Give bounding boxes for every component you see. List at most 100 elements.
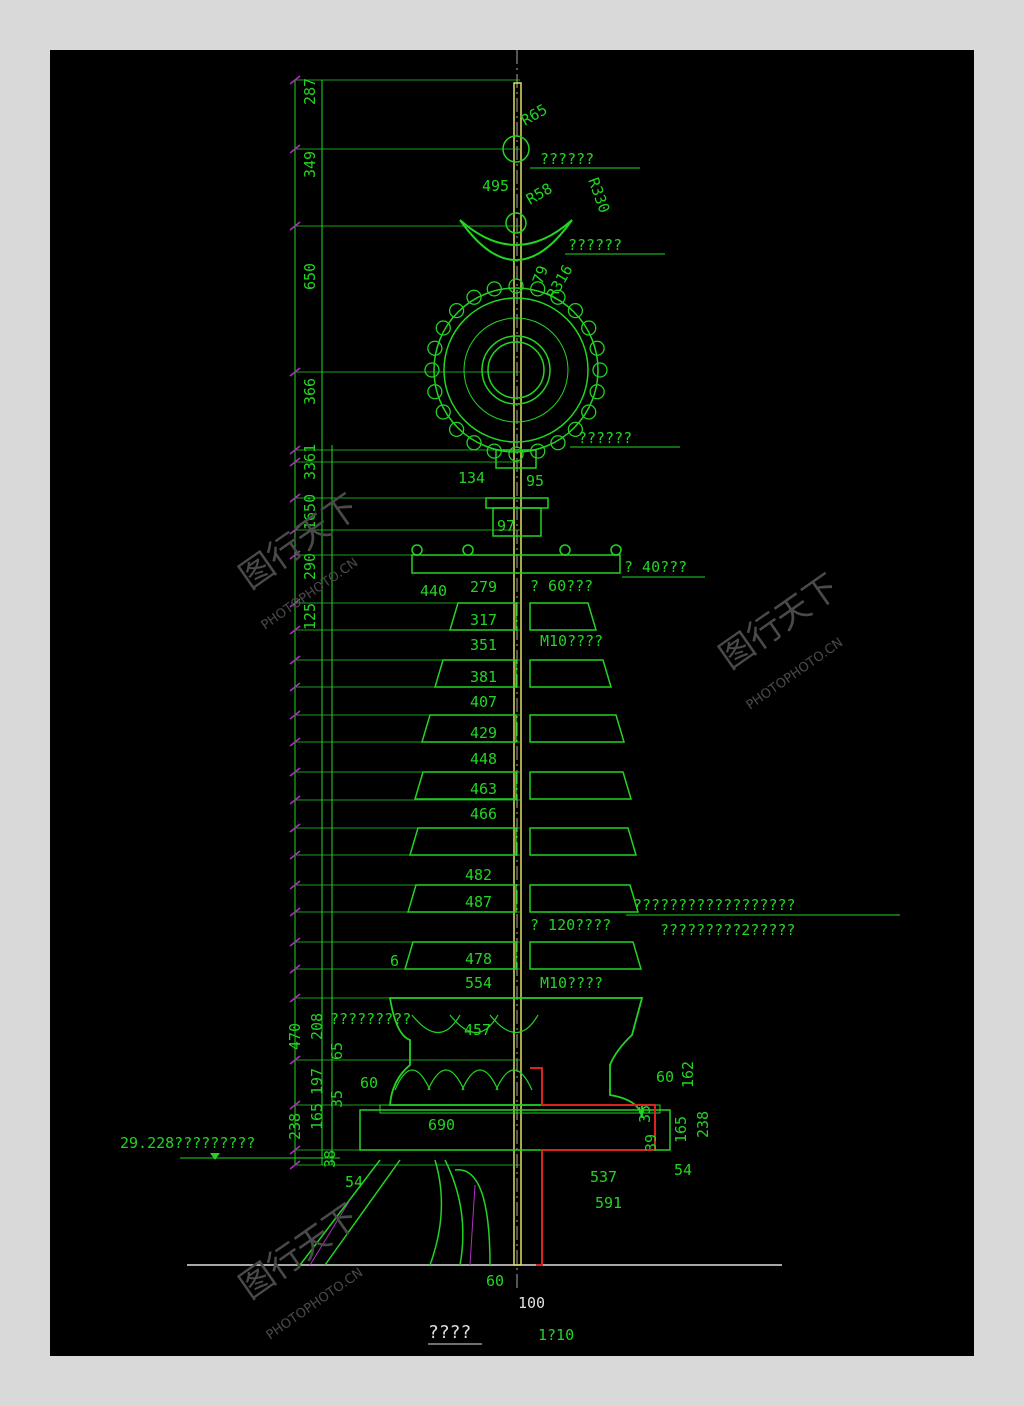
dimension-tick <box>289 367 301 377</box>
wheel-petal <box>581 404 597 420</box>
wheel-petal <box>427 384 443 400</box>
wheel-petal <box>567 302 584 319</box>
bells <box>411 544 622 556</box>
lotus-petals <box>394 1014 539 1091</box>
dimension-tick <box>289 598 301 608</box>
wheel-petal <box>508 446 524 462</box>
ring-width-label: 381 <box>470 668 497 686</box>
ring-right <box>529 659 613 688</box>
dimension-tick <box>289 550 301 560</box>
dharma-wheel <box>433 287 599 453</box>
crescent-hub <box>505 212 527 234</box>
left-dimension-label: 470 <box>286 1023 304 1050</box>
wheel-petal <box>589 384 605 400</box>
dim-457: 457 <box>464 1021 491 1039</box>
dimension-tick <box>289 1055 301 1065</box>
dim-495: 495 <box>482 177 509 195</box>
dimension-tick <box>289 737 301 747</box>
ring-width-label: 317 <box>470 611 497 629</box>
left-dimension-label: 349 <box>301 151 319 178</box>
callout-m10a: M10???? <box>540 632 603 650</box>
callout-m10b: M10???? <box>540 974 603 992</box>
callout-leaders <box>180 167 900 1159</box>
dim-r330: R330 <box>584 175 613 215</box>
left-dimension-label: 287 <box>301 78 319 105</box>
dim-279: 279 <box>470 578 497 596</box>
left-dimension-label: 3361 <box>301 444 319 480</box>
ring-width-label: 463 <box>470 780 497 798</box>
left-dimension-label: 35 <box>328 1090 346 1108</box>
left-dimension-label: 208 <box>308 1013 326 1040</box>
dim-r65: R65 <box>518 100 550 129</box>
ring-right <box>529 771 633 800</box>
dimension-tick <box>289 1145 301 1155</box>
crescent <box>459 219 573 261</box>
elevation-label: 29.228????????? <box>120 1134 255 1152</box>
ring-width-label: 429 <box>470 724 497 742</box>
collar-body <box>492 507 542 537</box>
left-dimension-label: 125 <box>301 603 319 630</box>
wheel-petal <box>435 320 451 336</box>
dimension-tick <box>289 767 301 777</box>
wheel-petal <box>530 443 546 459</box>
ring-left <box>408 827 517 856</box>
callout-d60: ? 60??? <box>530 577 593 595</box>
left-dimension-label: 38 <box>321 1150 339 1168</box>
left-dimension-label: 1650 <box>301 494 319 530</box>
drawing-scale: 1?10 <box>538 1326 574 1344</box>
dimension-tick <box>289 1160 301 1170</box>
dimension-tick <box>289 880 301 890</box>
wheel-petal <box>581 320 597 336</box>
wheel-petal <box>486 443 502 459</box>
canopy <box>411 554 621 574</box>
ring-right <box>529 941 643 970</box>
ring-width-label: 487 <box>465 893 492 911</box>
dimension-tick <box>289 221 301 231</box>
wheel-petal <box>567 421 584 438</box>
plinth <box>359 1109 671 1151</box>
dim-r54: 54 <box>674 1161 692 1179</box>
dim-6: 6 <box>390 952 399 970</box>
dimension-tick <box>289 964 301 974</box>
support-struts <box>299 1159 491 1266</box>
dimension-tick <box>289 655 301 665</box>
mast <box>513 82 522 1266</box>
dim-591: 591 <box>595 1194 622 1212</box>
dimension-tick <box>289 993 301 1003</box>
dimension-tick <box>289 525 301 535</box>
dim-95: 95 <box>526 472 544 490</box>
wheel-petal <box>550 289 566 305</box>
wheel-petal <box>427 340 443 356</box>
dim-134: 134 <box>458 469 485 487</box>
dim-537: 537 <box>590 1168 617 1186</box>
left-dimension-label: 238 <box>286 1113 304 1140</box>
wheel-petal <box>550 435 566 451</box>
left-dimension-label: 650 <box>301 263 319 290</box>
dim-60a: 60 <box>360 1074 378 1092</box>
ring-width-label: 478 <box>465 950 492 968</box>
dim-r238: 238 <box>694 1111 712 1138</box>
wheel-petal <box>448 421 465 438</box>
wheel-petal <box>466 289 482 305</box>
ring-width-label: 448 <box>470 750 497 768</box>
dimension-tick <box>289 457 301 467</box>
dimension-ticks <box>289 75 520 1170</box>
drawing-title: ???? <box>428 1322 471 1343</box>
dim-r165: 165 <box>672 1116 690 1143</box>
plinth-top <box>379 1104 661 1114</box>
dim-54: 54 <box>345 1173 363 1191</box>
dimension-tick <box>289 682 301 692</box>
dim-r162: 162 <box>679 1061 697 1088</box>
dim-r316: R316 <box>543 262 577 302</box>
left-dimension-label: 366 <box>301 378 319 405</box>
lotus-bowl <box>388 997 644 1119</box>
left-dimension-label: 65 <box>328 1042 346 1060</box>
ring-right <box>529 884 640 913</box>
wheel-petal <box>448 302 465 319</box>
callout-long1: ?????????????????? <box>633 896 796 914</box>
dimension-tick <box>289 75 301 85</box>
ring-width-label: 407 <box>470 693 497 711</box>
wheel-petal <box>592 362 608 378</box>
svg-text:图行天下: 图行天下 <box>232 487 366 598</box>
